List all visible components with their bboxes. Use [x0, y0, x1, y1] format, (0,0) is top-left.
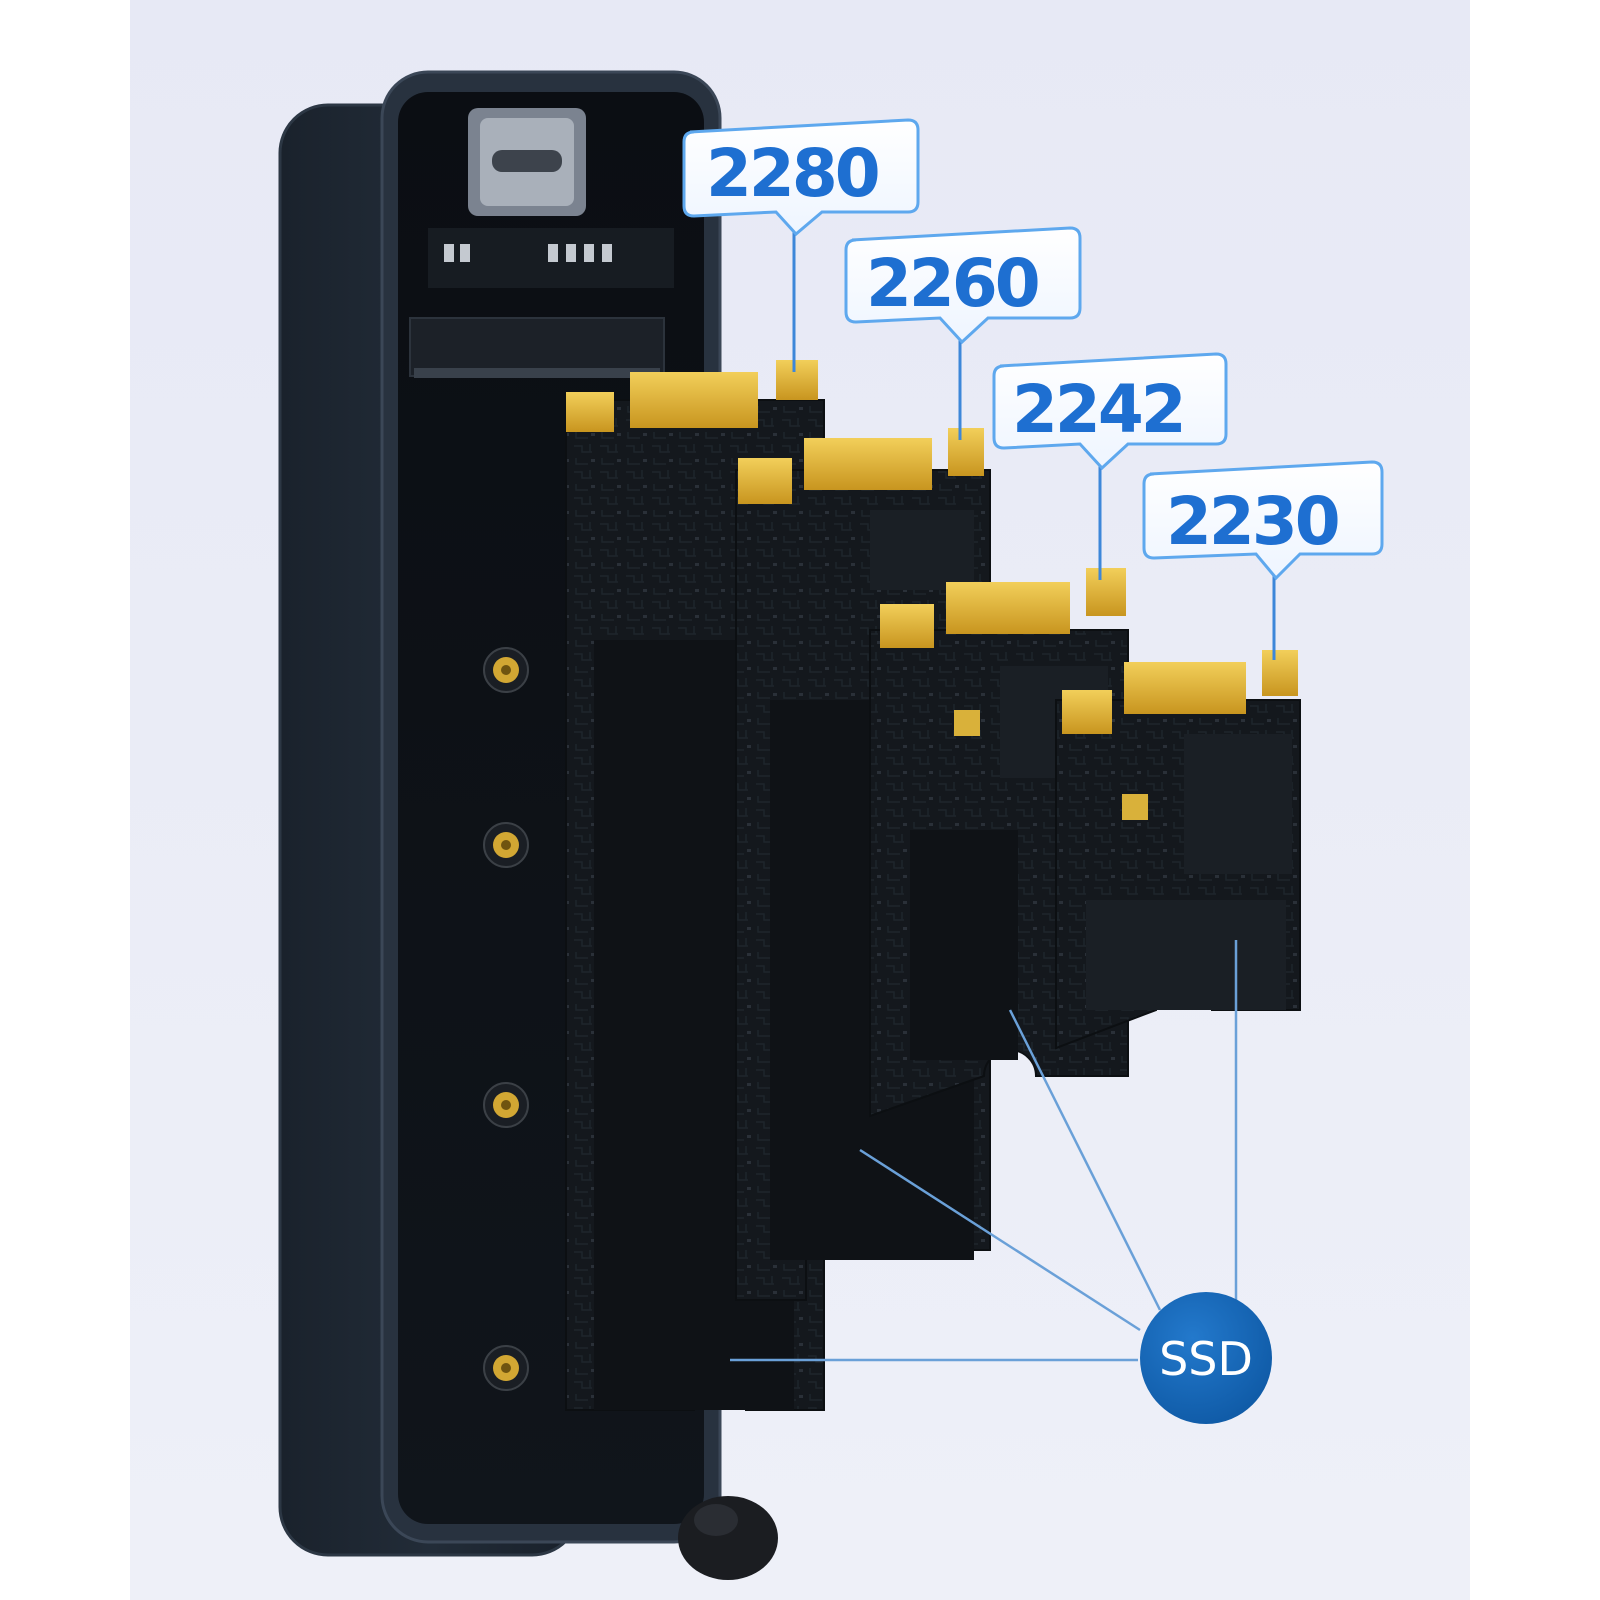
ssd-board-2230	[1055, 650, 1301, 1050]
mounting-screws	[483, 647, 529, 1391]
callout-2260: 2260	[844, 226, 1082, 345]
callout-label-2260: 2260	[866, 245, 1038, 322]
callout-label-2230: 2230	[1166, 483, 1338, 560]
callout-label-2280: 2280	[706, 135, 878, 212]
callout-2230: 2230	[1142, 460, 1384, 581]
callout-2242: 2242	[992, 352, 1228, 471]
callout-label-2242: 2242	[1012, 371, 1184, 448]
rubber-plug	[678, 1496, 778, 1580]
ssd-badge: SSD	[1140, 1292, 1272, 1424]
callout-stems	[792, 222, 1276, 660]
usb-c-port	[468, 108, 586, 216]
callout-2280: 2280	[682, 118, 920, 237]
ssd-leader-lines	[730, 940, 1238, 1362]
ssd-badge-label: SSD	[1159, 1332, 1253, 1386]
